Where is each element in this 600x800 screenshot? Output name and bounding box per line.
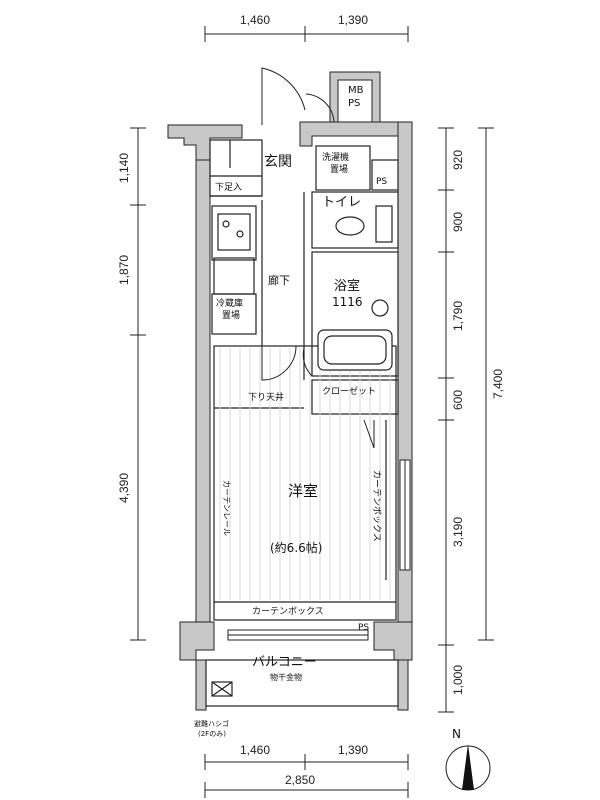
dim-left-2: 1,870 (117, 255, 131, 285)
escape-ladder-label-2: (2Fのみ) (198, 730, 226, 738)
toilet-label: トイレ (322, 195, 361, 210)
balcony-label: バルコニー (252, 655, 317, 670)
dim-bottom-total: 2,850 (285, 773, 315, 787)
lowered-ceiling-label: 下り天井 (248, 391, 284, 403)
left-dimensions (130, 127, 146, 641)
washer-label-1: 洗濯機 (322, 151, 349, 163)
doors (261, 67, 375, 449)
dim-right-total: 7,400 (491, 369, 505, 399)
shoe-box-label: 下足入 (215, 182, 242, 193)
dim-right-2: 900 (451, 212, 465, 232)
escape-ladder-label-1: 避難ハシゴ (194, 719, 229, 728)
dim-top-2: 1,390 (338, 13, 368, 27)
dim-left-1: 1,140 (117, 153, 131, 183)
right-dimensions (438, 127, 494, 713)
right-window (399, 459, 411, 571)
dim-right-3: 1,790 (451, 301, 465, 331)
floor-pattern (219, 348, 391, 600)
top-dimensions (204, 26, 409, 42)
fridge-label-2: 置場 (222, 309, 240, 321)
fridge-label-1: 冷蔵庫 (216, 297, 243, 309)
bath-label: 浴室 (334, 278, 360, 294)
mbps-label-1: MB (348, 85, 364, 96)
dim-right-6: 1,000 (451, 665, 465, 695)
curtain-box-right-label: カーテンボックス (371, 470, 382, 542)
bathtub-fixture (317, 299, 393, 371)
main-room-label: 洋室 (288, 482, 318, 500)
dim-right-1: 920 (451, 150, 465, 170)
curtain-box-bottom-label: カーテンボックス (252, 606, 324, 617)
dim-bottom-2: 1,390 (338, 743, 368, 757)
ps-label-bottom: PS (358, 623, 369, 633)
north-arrow-icon (445, 744, 491, 791)
sink-fixture (217, 213, 251, 251)
washer-label-2: 置場 (330, 163, 348, 175)
main-room-size-label: (約6.6帖) (270, 540, 322, 555)
ps-label-top: PS (376, 177, 387, 187)
interior-walls (205, 139, 399, 707)
toilet-fixture (335, 205, 393, 243)
dim-right-4: 600 (451, 390, 465, 410)
mbps-label-2: PS (348, 98, 360, 109)
closet-label: クローゼット (322, 385, 376, 397)
corridor-label: 廊下 (268, 273, 290, 287)
dim-bottom-1: 1,460 (240, 743, 270, 757)
dim-left-3: 4,390 (117, 473, 131, 503)
entrance-label: 玄関 (264, 153, 292, 170)
balcony-sash (227, 629, 369, 641)
bath-size-label: 1116 (332, 295, 363, 309)
dim-right-5: 3,190 (451, 517, 465, 547)
balcony-note-label: 物干金物 (270, 672, 302, 682)
north-label: N (452, 727, 461, 741)
dim-top-1: 1,460 (240, 13, 270, 27)
bottom-dimensions (204, 754, 409, 798)
curtain-rail-label: カーテンレール (222, 480, 231, 536)
escape-ladder-hatch (211, 681, 233, 697)
